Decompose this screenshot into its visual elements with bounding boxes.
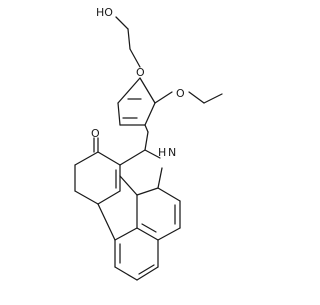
bond <box>74 190 99 205</box>
molecule-structure: HO O O O H N <box>74 6 223 281</box>
bond <box>188 91 205 104</box>
bond <box>138 264 155 275</box>
structure-diagram: HO O O O H N <box>74 6 223 281</box>
bond <box>136 227 159 241</box>
bond <box>144 149 161 159</box>
bond <box>154 91 173 104</box>
bond <box>144 102 156 126</box>
bond <box>141 223 157 233</box>
ether-oxygen-upper-label: O <box>136 66 145 79</box>
bond <box>119 175 138 196</box>
bond <box>97 203 116 241</box>
bond <box>157 187 181 202</box>
bond <box>129 48 141 68</box>
bond <box>114 227 138 241</box>
bond <box>136 187 159 196</box>
amine-n-label: N <box>168 146 176 159</box>
bond <box>203 93 223 104</box>
bond <box>117 102 121 126</box>
bond <box>127 28 131 50</box>
bond <box>136 266 159 281</box>
bond <box>74 151 99 166</box>
bond <box>114 266 138 281</box>
bond <box>97 190 121 205</box>
bond <box>117 77 141 104</box>
bond <box>115 16 129 30</box>
bond <box>157 167 163 189</box>
hydroxyl-label: HO <box>96 6 113 19</box>
amine-h-label: H <box>158 146 166 159</box>
ketone-oxygen-label: O <box>91 127 100 140</box>
bond-lines <box>74 16 223 281</box>
bond <box>119 149 146 166</box>
bond <box>139 77 156 104</box>
atom-labels: HO O O O H N <box>91 6 185 159</box>
bond <box>97 151 121 166</box>
ether-oxygen-lower-label: O <box>176 87 185 100</box>
bond <box>144 131 149 151</box>
bond <box>157 227 181 241</box>
bond <box>144 124 149 133</box>
